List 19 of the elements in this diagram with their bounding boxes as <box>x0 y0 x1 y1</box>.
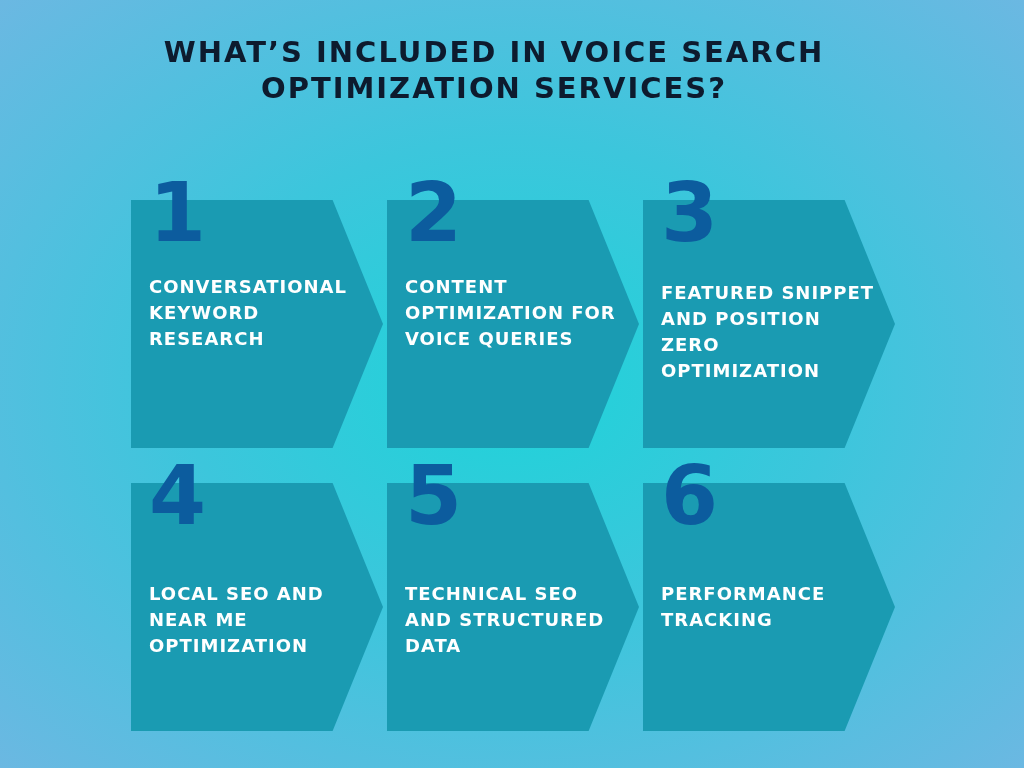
step-number: 6 <box>661 455 719 537</box>
chevron-step <box>131 178 383 450</box>
step-number: 4 <box>149 455 207 537</box>
step-number: 1 <box>149 172 207 254</box>
step-label: FEATURED SNIPPET AND POSITION ZERO OPTIMIZATION <box>661 281 876 384</box>
step-number: 2 <box>405 172 463 254</box>
chevron-step <box>387 178 639 450</box>
chevron-step <box>387 461 639 733</box>
step-label: LOCAL SEO AND NEAR ME OPTIMIZATION <box>149 582 325 659</box>
step-label: TECHNICAL SEO AND STRUCTURED DATA <box>405 582 606 659</box>
chevron-step <box>643 178 895 450</box>
title: WHAT’S INCLUDED IN VOICE SEARCH OPTIMIZATION SERVICES? <box>162 34 826 107</box>
step-number: 5 <box>405 455 463 537</box>
chevron-step <box>643 461 895 733</box>
step-label: CONVERSATIONAL KEYWORD RESEARCH <box>149 275 348 352</box>
step-label: CONTENT OPTIMIZATION FOR VOICE QUERIES <box>405 275 617 352</box>
chevron-step <box>131 461 383 733</box>
step-label: PERFORMANCE TRACKING <box>661 582 827 633</box>
step-number: 3 <box>661 172 719 254</box>
